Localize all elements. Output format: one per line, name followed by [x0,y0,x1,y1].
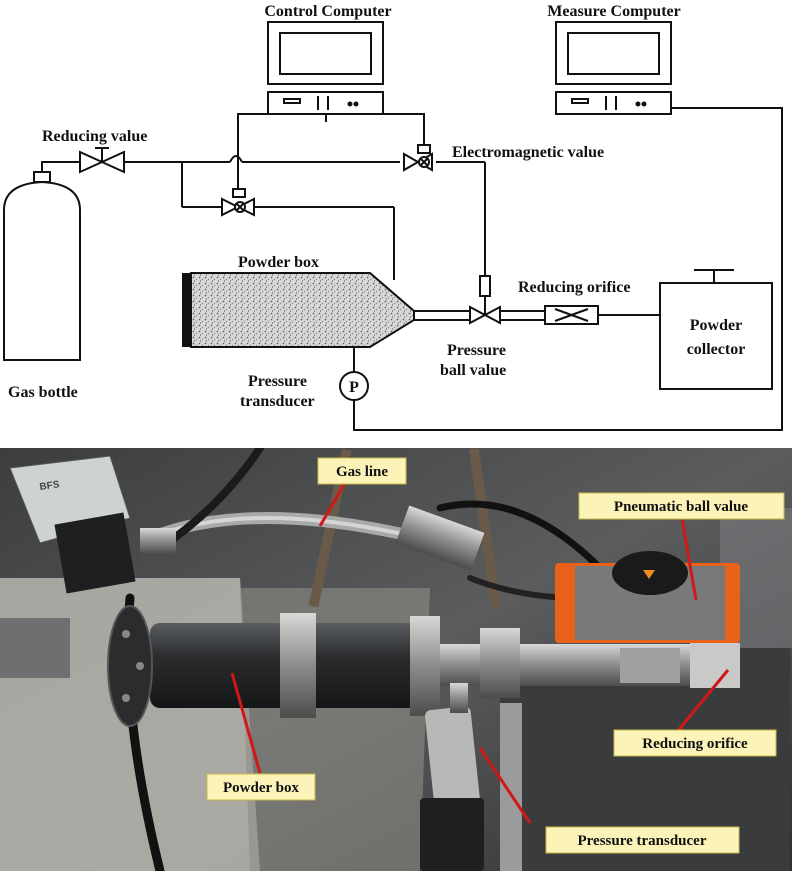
pressure-transducer-label-1: Pressure [248,373,307,390]
callout-powder-box: Powder box [206,773,316,801]
callout-powder-box-label: Powder box [223,780,299,796]
support-plate [500,703,522,871]
control-computer-icon [267,21,384,115]
callout-pressure-transducer-label: Pressure transducer [577,833,706,849]
reducing-valve-icon [79,147,125,174]
callout-gas-line: Gas line [317,457,407,485]
schematic-diagram: Control Computer Measure Computer [3,3,783,431]
powder-box-label: Powder box [238,254,319,271]
pressure-symbol: P [349,379,359,396]
callout-leaders [230,482,730,824]
pressure-ball-valve-icon [469,275,501,325]
measure-computer-icon [555,21,672,115]
callout-reducing-orifice: Reducing orifice [613,729,777,757]
reducing-value-label: Reducing value [42,128,147,145]
piping-lines [41,107,783,431]
solenoid-valve-icon [221,188,262,217]
pneumatic-actuator [555,551,740,643]
electromagnetic-valve-icon [403,144,433,172]
callout-pressure-transducer: Pressure transducer [545,826,740,854]
gas-bottle-label: Gas bottle [8,384,78,401]
device-brand-text: BFS [39,479,61,493]
powder-collector-label-1: Powder [690,317,742,334]
powder-box-icon [182,272,415,348]
powder-collector-icon [659,269,773,390]
outlet-assembly [440,628,740,698]
callout-reducing-orifice-label: Reducing orifice [642,736,748,752]
control-computer-label: Control Computer [264,3,391,20]
reducing-orifice-icon [544,305,599,325]
measure-computer-label: Measure Computer [547,3,680,20]
apparatus-photo: BFS [0,448,792,871]
pressure-transducer-body [420,683,484,871]
fitting [140,505,485,571]
gas-bottle-icon [3,171,81,361]
callout-pneumatic-ball-value-label: Pneumatic ball value [614,499,749,515]
callout-gas-line-label: Gas line [336,464,388,480]
solenoid-device: BFS [9,455,136,594]
powder-collector-label-2: collector [687,341,746,358]
pressure-ball-value-label-2: ball value [440,362,506,379]
pressure-ball-value-label-1: Pressure [447,342,506,359]
pressure-transducer-label-2: transducer [240,393,315,410]
pressure-transducer-icon: P [339,371,369,401]
reducing-orifice-label: Reducing orifice [518,279,630,296]
callout-pneumatic-ball-value: Pneumatic ball value [578,492,785,520]
electromagnetic-value-label: Electromagnetic value [452,144,604,161]
powder-box-cylinder [107,605,440,727]
